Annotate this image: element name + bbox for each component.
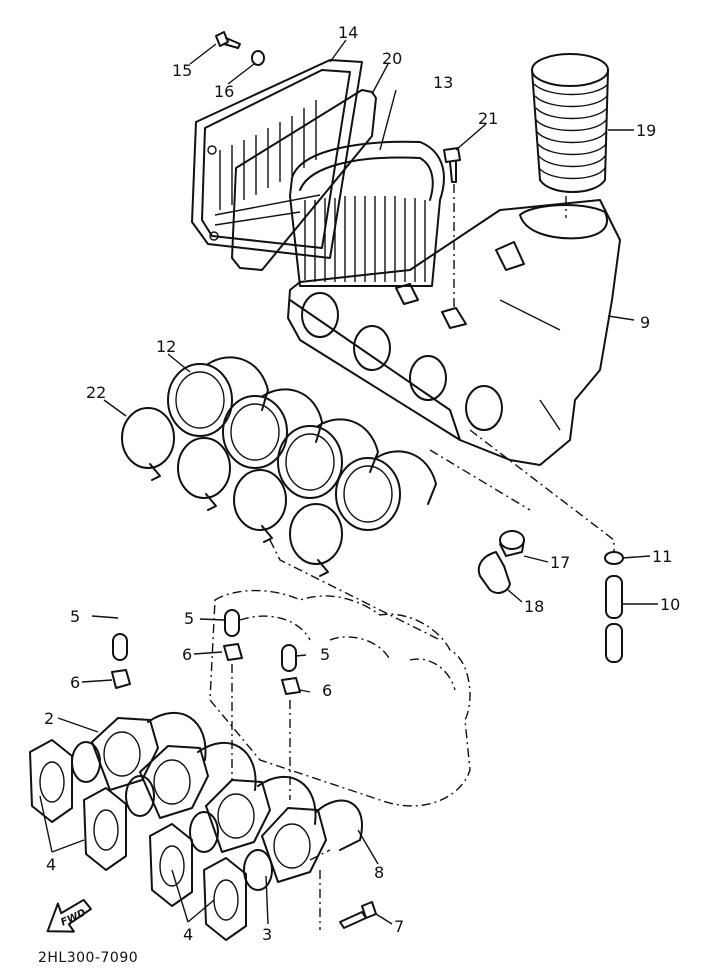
air-filter-element: [289, 140, 445, 287]
o-rings-and-insulators: [29, 739, 273, 941]
air-filter-cover: [191, 59, 363, 259]
callout-4-right: 4: [183, 925, 193, 944]
bolt-21: [443, 147, 461, 310]
callout-18: 18: [524, 597, 544, 616]
callout-11: 11: [652, 547, 672, 566]
air-filter-case: [287, 199, 621, 466]
callout-19: 19: [636, 121, 656, 140]
callout-16: 16: [214, 82, 234, 101]
callout-5-right: 5: [320, 645, 330, 664]
drain-cap-and-hose: [429, 429, 624, 663]
callout-6-left: 6: [70, 673, 80, 692]
forward-direction-arrow-icon: FWD: [46, 898, 92, 933]
callout-6-middle: 6: [182, 645, 192, 664]
callout-7: 7: [394, 917, 404, 936]
bolt-15-washer-16: [215, 31, 265, 66]
hose-fitting: [477, 530, 525, 594]
callout-12: 12: [156, 337, 176, 356]
callout-labels: 15 16 14 20 13 21 19 9 12 22 17 11 18 10…: [44, 23, 680, 944]
callout-3: 3: [262, 925, 272, 944]
hose-clamps: [121, 407, 343, 577]
callout-17: 17: [550, 553, 570, 572]
callout-8: 8: [374, 863, 384, 882]
callout-22: 22: [86, 383, 106, 402]
callout-4-left: 4: [46, 855, 56, 874]
intake-manifolds: [91, 711, 363, 883]
screw-7: [309, 849, 377, 930]
callout-21: 21: [478, 109, 498, 128]
callout-5-middle: 5: [184, 609, 194, 628]
carburetor-assembly-outline: [209, 539, 471, 807]
carburetor-joints: [167, 356, 437, 531]
callout-15: 15: [172, 61, 192, 80]
callout-14: 14: [338, 23, 358, 42]
callout-6-right: 6: [322, 681, 332, 700]
callout-13: 13: [433, 73, 453, 92]
callout-10: 10: [660, 595, 680, 614]
callout-9: 9: [640, 313, 650, 332]
gasket: [231, 89, 377, 271]
callout-2: 2: [44, 709, 54, 728]
diagram-reference-code: 2HL300-7090: [38, 950, 138, 966]
intake-duct-boot: [531, 53, 609, 218]
leader-lines: [39, 39, 658, 925]
callout-5-left: 5: [70, 607, 80, 626]
callout-20: 20: [382, 49, 402, 68]
dowel-pins-and-collars: [111, 609, 301, 800]
